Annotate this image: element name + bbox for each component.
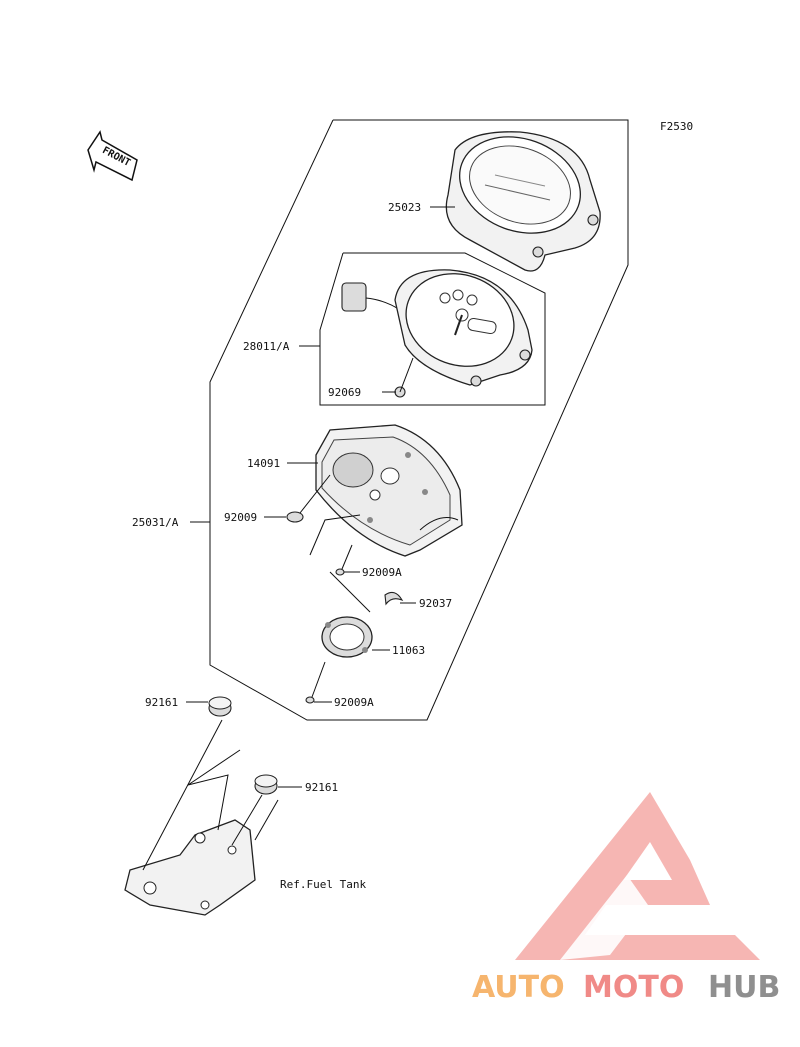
- bracket-ring-part: [321, 616, 373, 658]
- label-damper-left: 92161: [145, 696, 178, 709]
- bracket-guide-lines-3: [231, 794, 263, 846]
- logo-text-hub: HUB: [708, 970, 780, 1005]
- meter-assy-part: [341, 269, 533, 387]
- screw-a-part: [286, 474, 331, 523]
- label-screw-a: 92009: [224, 511, 257, 524]
- meter-assy-outline: [319, 252, 546, 406]
- logo-text-moto: MOTO: [583, 970, 684, 1005]
- screw-c-part: [305, 661, 326, 704]
- screw-b-part: [335, 544, 353, 576]
- damper-left-part: [208, 696, 232, 717]
- front-arrow-icon: FRONT: [87, 130, 138, 182]
- label-bracket-ring: 11063: [392, 644, 425, 657]
- guide-lines-ring: [329, 571, 371, 613]
- clip-part: [384, 591, 404, 606]
- automotohub-logo: AUTO MOTO HUB: [472, 792, 780, 1005]
- label-meter-screw: 92069: [328, 386, 361, 399]
- meter-screw-part: [394, 357, 414, 398]
- damper-right-part: [254, 774, 278, 795]
- label-meter-case: 14091: [247, 457, 280, 470]
- logo-text-auto: AUTO: [472, 970, 565, 1005]
- label-screw-b: 92009A: [362, 566, 402, 579]
- mount-bracket-part: [124, 819, 256, 916]
- assembly-outline: [209, 119, 629, 721]
- label-meter-cover: 25023: [388, 201, 421, 214]
- label-damper-right: 92161: [305, 781, 338, 794]
- label-clip: 92037: [419, 597, 452, 610]
- label-meter-assy-set: 25031/A: [132, 516, 179, 529]
- ref-fuel-tank-note: Ref.Fuel Tank: [280, 878, 366, 891]
- label-meter-assy: 28011/A: [243, 340, 290, 353]
- meter-case-part: [315, 424, 463, 557]
- bracket-guide-lines-2: [187, 749, 241, 831]
- bracket-guide-lines-4: [254, 799, 279, 841]
- guide-lines-case: [309, 514, 361, 556]
- figure-code: F2530: [660, 120, 693, 133]
- label-screw-c: 92009A: [334, 696, 374, 709]
- meter-cover-part: [445, 131, 601, 272]
- bracket-guide-lines: [142, 719, 223, 871]
